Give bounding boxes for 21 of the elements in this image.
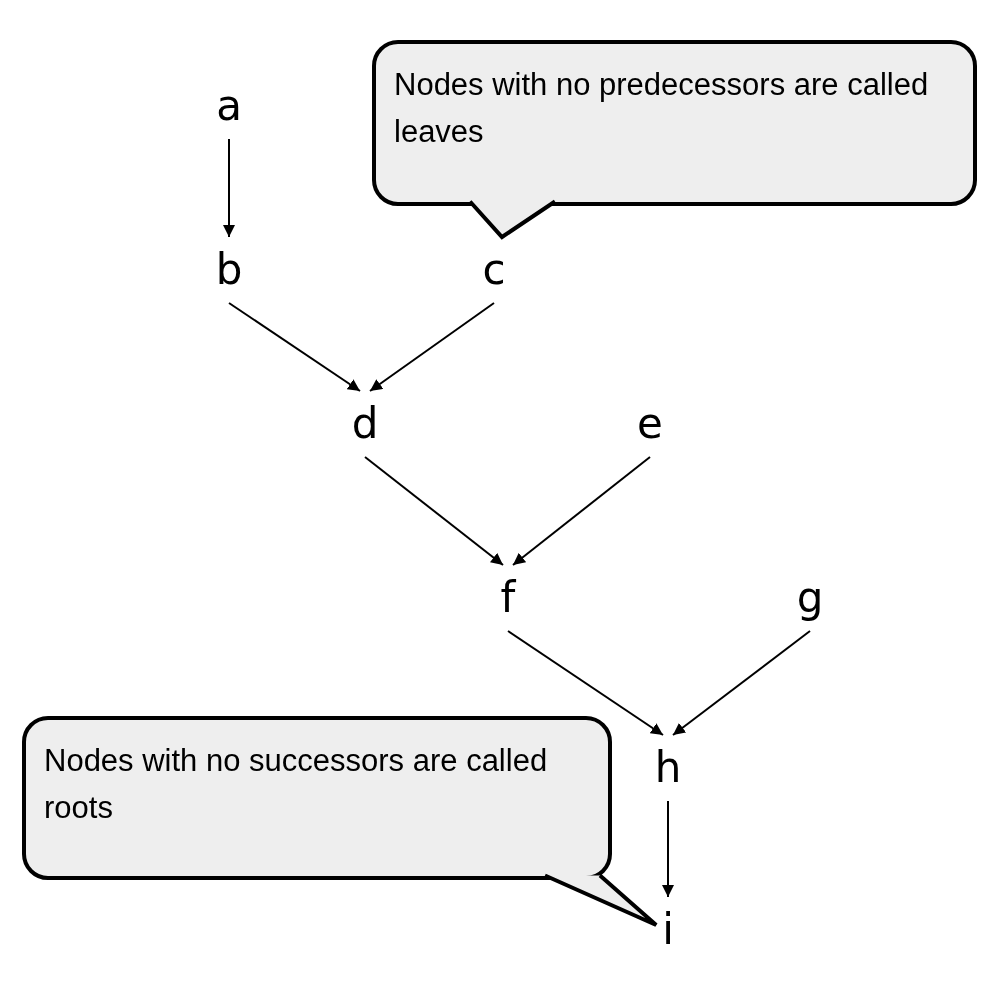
arrow bbox=[662, 800, 674, 898]
node-label: i bbox=[656, 897, 680, 963]
arrow bbox=[223, 138, 235, 238]
node-label: a bbox=[210, 73, 248, 139]
callout-text: Nodes with no predecessors are called leaves bbox=[394, 66, 930, 151]
callout-pointer bbox=[543, 873, 659, 927]
arrow bbox=[512, 456, 651, 566]
speech-bubble bbox=[22, 716, 612, 880]
callout-text: Nodes with no successors are called roots bbox=[44, 742, 549, 827]
arrow bbox=[507, 630, 664, 736]
node-label: g bbox=[790, 565, 830, 631]
arrow bbox=[364, 456, 504, 566]
arrow bbox=[672, 630, 811, 736]
node-label: e bbox=[631, 391, 669, 457]
arrow bbox=[228, 302, 361, 392]
node-label: c bbox=[476, 237, 512, 303]
node-label: h bbox=[648, 735, 688, 801]
node-label: b bbox=[209, 237, 249, 303]
node-label: d bbox=[345, 391, 385, 457]
node-label: f bbox=[494, 565, 522, 631]
arrow bbox=[369, 302, 495, 392]
